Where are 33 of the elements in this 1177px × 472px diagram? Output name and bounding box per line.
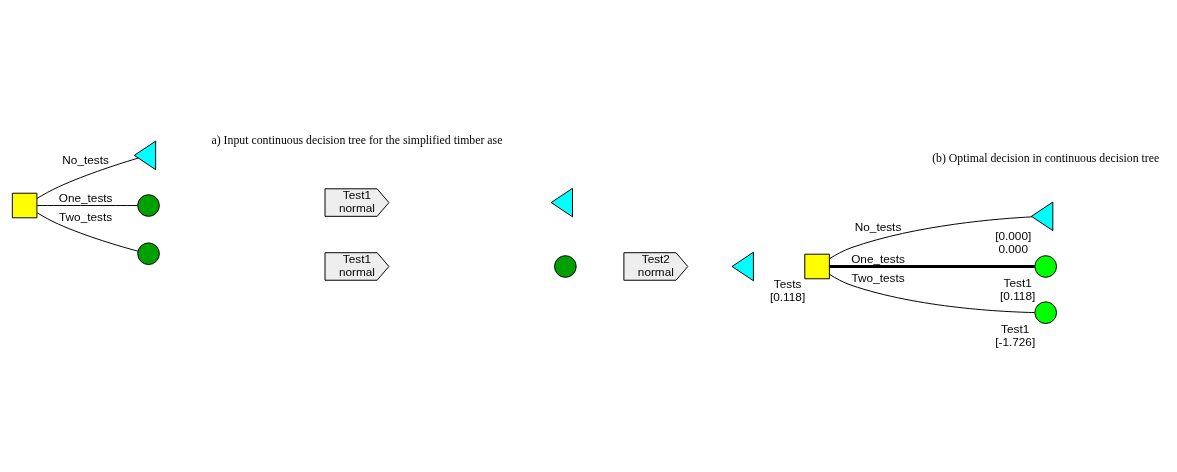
label: (b) Optimal decision in continuous decision tree (932, 151, 1160, 166)
node-label: [0.118] (770, 289, 806, 303)
connector (36, 212, 139, 252)
node-triangle (731, 251, 754, 282)
node-box (804, 253, 830, 280)
node-circle (137, 194, 160, 217)
node-label: [-1.726] (995, 334, 1036, 348)
edge-label: No_tests (854, 219, 902, 233)
node-triangle (550, 187, 573, 218)
edge-label: Two_tests (59, 209, 113, 223)
connector (829, 265, 1035, 268)
edge-label: No_tests (62, 152, 109, 166)
edge-label: One_tests (58, 191, 113, 205)
connector (36, 205, 138, 206)
node-label: [0.118] (1000, 288, 1036, 302)
node-circle (1034, 255, 1057, 278)
connector (829, 216, 1033, 260)
node-label: Test1 (1003, 275, 1032, 289)
label: a) Input continuous decision tree for the simplified timber ase (211, 132, 503, 147)
connector (36, 157, 139, 199)
node-label: Tests (773, 277, 802, 291)
node-label: [0.000] (995, 229, 1032, 243)
edge-label: One_tests (851, 252, 905, 266)
node-circle (137, 242, 160, 265)
node-circle (1034, 301, 1057, 324)
node-circle (554, 255, 577, 278)
node-triangle (133, 140, 157, 171)
node-label: Test1 (1001, 321, 1030, 335)
edge-label: Two_tests (851, 270, 905, 284)
connector (828, 273, 1036, 314)
node-box (11, 192, 38, 219)
node-triangle (1030, 201, 1054, 232)
node-label: 0.000 (998, 241, 1028, 255)
